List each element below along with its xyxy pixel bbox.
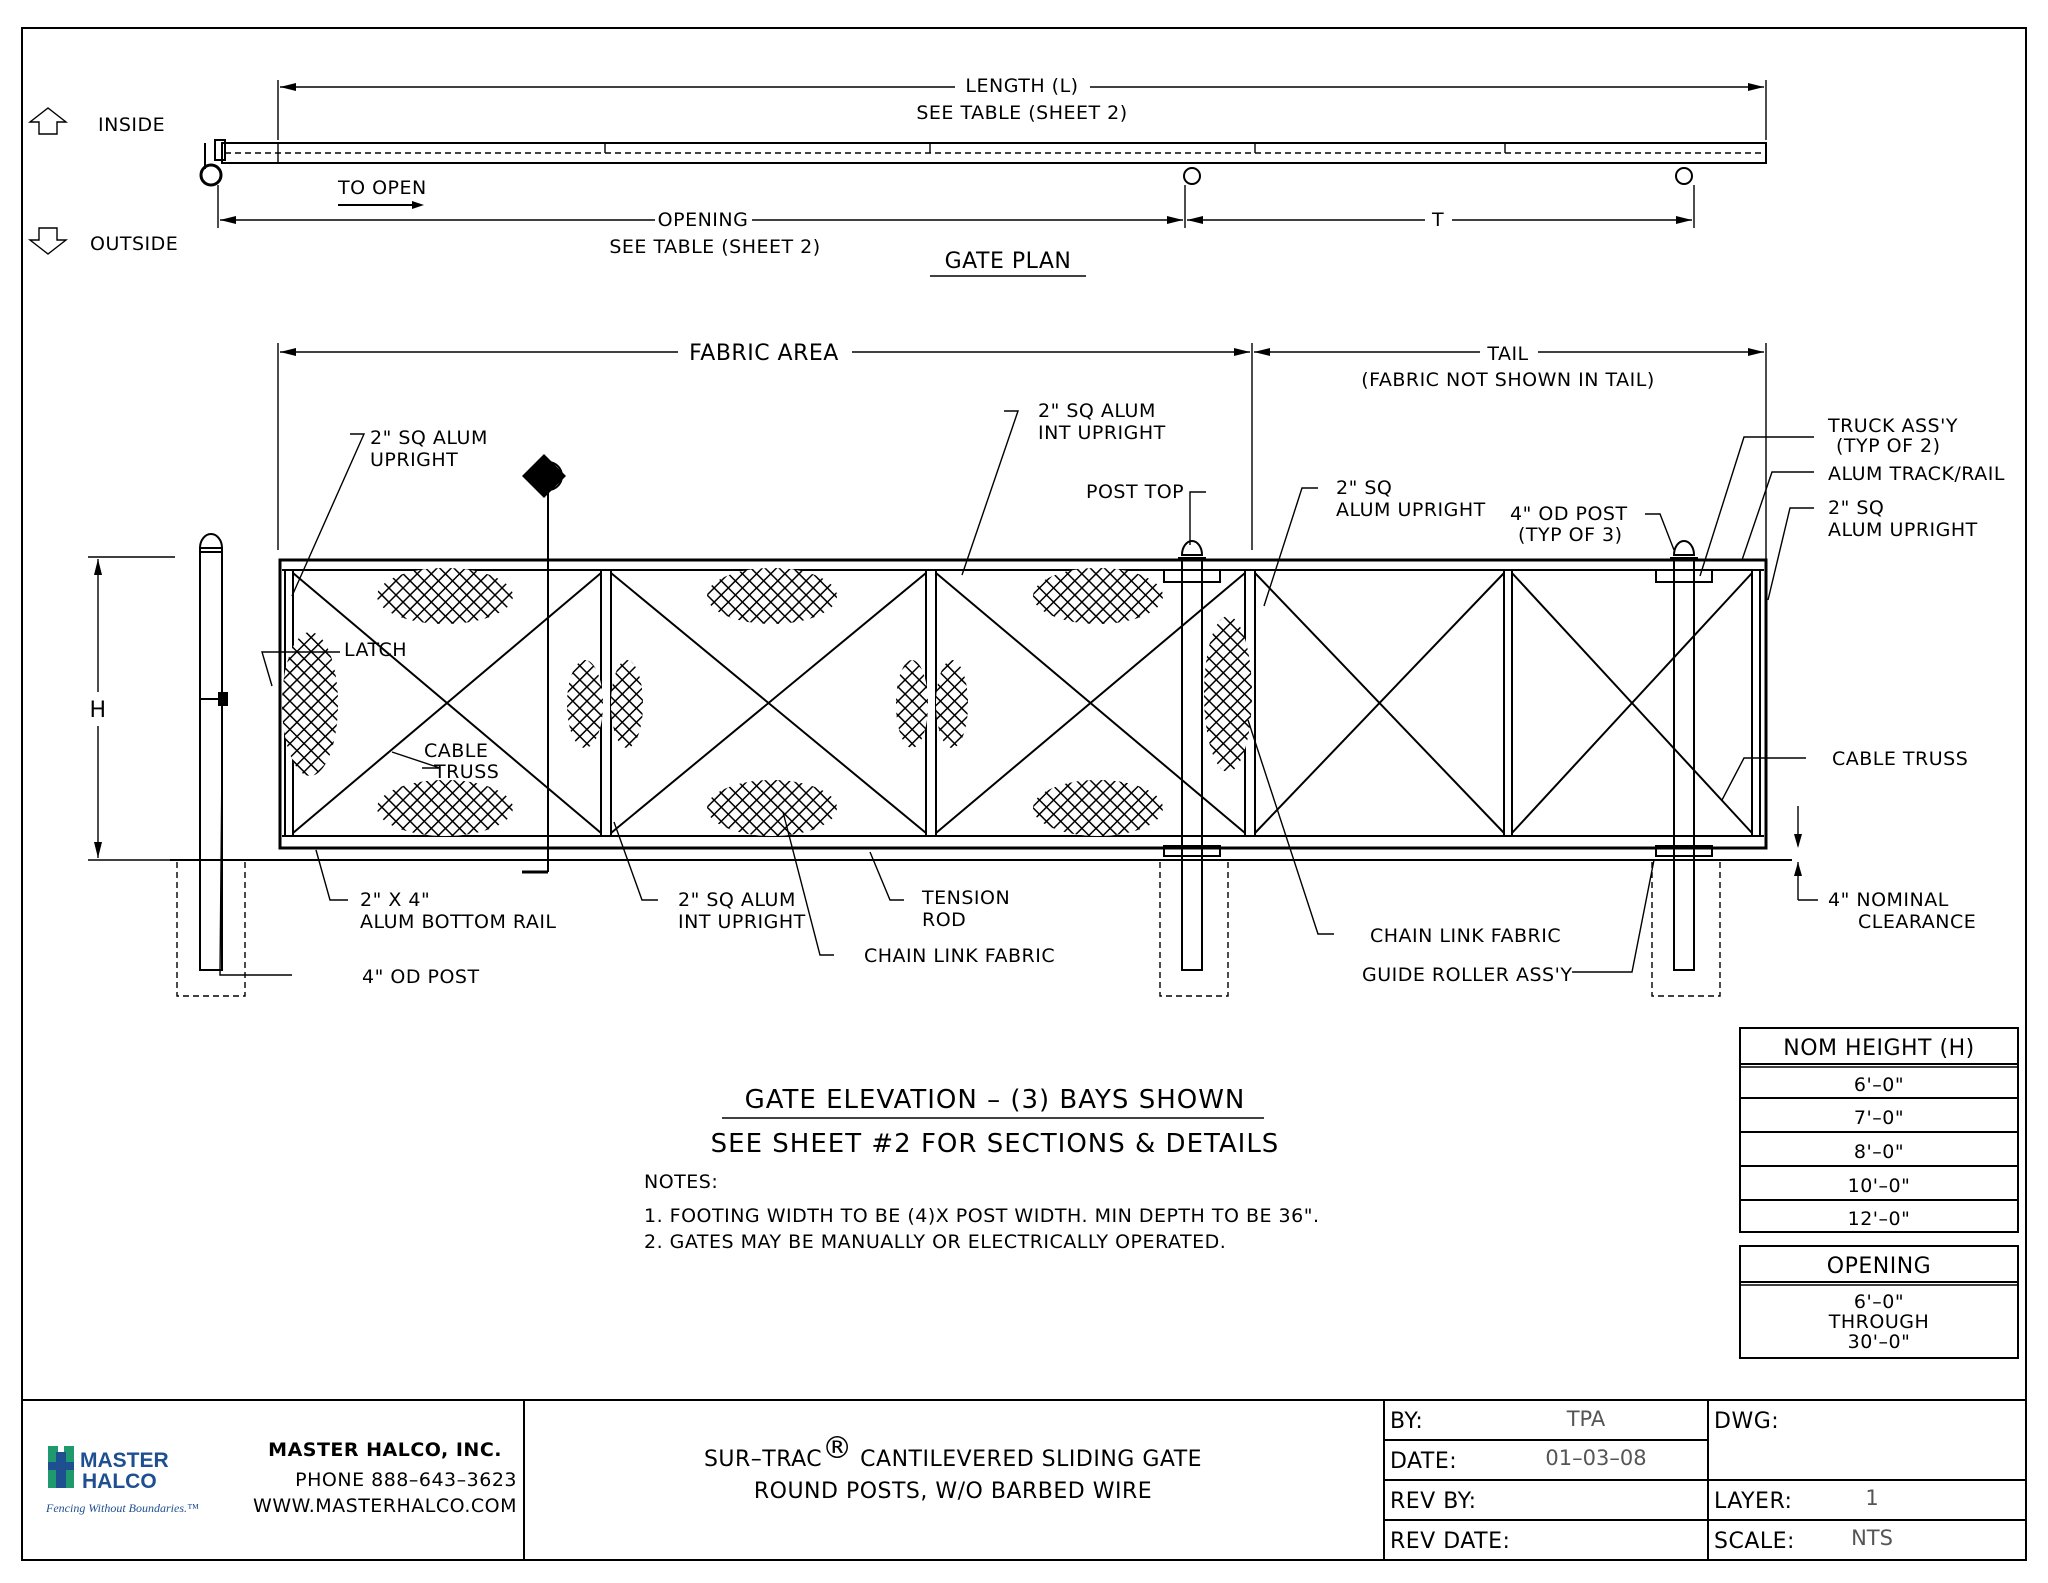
height-table-header: NOM HEIGHT (H) <box>1783 1036 1974 1061</box>
callout-cable-truss-left: CABLE <box>424 740 488 762</box>
footing-post-2 <box>1651 859 1721 997</box>
layer-value: 1 <box>1865 1486 1878 1510</box>
callout-chain-link-left: CHAIN LINK FABRIC <box>864 945 1055 967</box>
length-ref: SEE TABLE (SHEET 2) <box>916 102 1127 124</box>
master-halco-logo: MASTER HALCO Fencing Without Boundaries.… <box>45 1446 199 1515</box>
callout-tension-rod: TENSION <box>921 887 1010 909</box>
opening-table-header: OPENING <box>1827 1254 1931 1279</box>
layer-label: LAYER: <box>1714 1489 1792 1514</box>
callout-upright-left: 2" SQ ALUM <box>370 427 488 449</box>
section-a-marker: A <box>541 466 555 488</box>
callout-clearance: 4" NOMINAL <box>1828 889 1949 911</box>
t-label: T <box>1431 209 1444 231</box>
gate-elevation: FABRIC AREA TAIL (FABRIC NOT SHOWN IN TA… <box>88 341 2005 1159</box>
svg-text:Fencing Without Boundaries.™: Fencing Without Boundaries.™ <box>45 1501 199 1515</box>
footing-post-1 <box>1159 859 1229 997</box>
elevation-title: GATE ELEVATION – (3) BAYS SHOWN <box>745 1085 1246 1115</box>
note-2: 2. GATES MAY BE MANUALLY OR ELECTRICALLY… <box>644 1231 1226 1253</box>
callout-od-post-typ: 4" OD POST <box>1510 503 1628 525</box>
opening-label: OPENING <box>658 209 749 231</box>
length-label: LENGTH (L) <box>965 75 1078 97</box>
roller-post-1 <box>1181 559 1203 971</box>
plan-post-1 <box>1183 167 1201 185</box>
svg-text:UPRIGHT: UPRIGHT <box>370 449 458 471</box>
callout-cable-truss-right: CABLE TRUSS <box>1832 748 1968 770</box>
inside-label: INSIDE <box>98 114 165 136</box>
scale-value: NTS <box>1851 1526 1893 1550</box>
gate-plan: INSIDE OUTSIDE LENGTH (L) SEE TABLE (SHE… <box>27 75 1767 277</box>
to-open-label: TO OPEN <box>337 177 427 199</box>
height-label: H <box>89 698 106 723</box>
outside-label: OUTSIDE <box>90 233 178 255</box>
callout-track: ALUM TRACK/RAIL <box>1828 463 2005 485</box>
callout-sq-upright-mid: 2" SQ <box>1336 477 1392 499</box>
company-website: WWW.MASTERHALCO.COM <box>253 1495 517 1517</box>
by-value: TPA <box>1566 1407 1606 1431</box>
opening-ref: SEE TABLE (SHEET 2) <box>609 236 820 258</box>
callout-od-post-bottom: 4" OD POST <box>362 966 480 988</box>
svg-text:CLEARANCE: CLEARANCE <box>1858 911 1976 933</box>
note-1: 1. FOOTING WIDTH TO BE (4)X POST WIDTH. … <box>644 1205 1319 1227</box>
fabric-area-label: FABRIC AREA <box>689 341 839 366</box>
callout-post-top: POST TOP <box>1086 481 1184 503</box>
tail-label: TAIL <box>1486 343 1528 365</box>
opening-max: 30'–0" <box>1848 1331 1911 1353</box>
outside-arrow-icon <box>27 227 69 255</box>
latch-post <box>199 547 223 971</box>
plan-post-2 <box>1675 167 1693 185</box>
svg-text:INT UPRIGHT: INT UPRIGHT <box>1038 422 1166 444</box>
roller-post-2 <box>1673 559 1695 971</box>
notes-heading: NOTES: <box>644 1171 718 1193</box>
scale-label: SCALE: <box>1714 1529 1795 1554</box>
svg-text:ALUM UPRIGHT: ALUM UPRIGHT <box>1336 499 1486 521</box>
height-row: 8'–0" <box>1854 1141 1904 1163</box>
elevation-subtitle: SEE SHEET #2 FOR SECTIONS & DETAILS <box>711 1129 1280 1159</box>
by-label: BY: <box>1390 1409 1423 1434</box>
callout-int-upright-bot: 2" SQ ALUM <box>678 889 796 911</box>
callout-bottom-rail: 2" X 4" <box>360 889 430 911</box>
svg-text:TRUSS: TRUSS <box>433 761 499 783</box>
svg-text:HALCO: HALCO <box>82 1470 157 1493</box>
height-table: NOM HEIGHT (H) 6'–0" 7'–0" 8'–0" 10'–0" … <box>1739 1027 2019 1233</box>
opening-through: THROUGH <box>1828 1311 1929 1333</box>
svg-text:(TYP OF 2): (TYP OF 2) <box>1836 435 1941 457</box>
svg-text:MASTER: MASTER <box>80 1449 169 1472</box>
height-row: 6'–0" <box>1854 1074 1904 1096</box>
callout-latch: LATCH <box>344 639 407 661</box>
height-row: 12'–0" <box>1848 1208 1911 1230</box>
rev-by-label: REV BY: <box>1390 1489 1477 1514</box>
callout-truck: TRUCK ASS'Y <box>1827 415 1958 437</box>
svg-text:ALUM BOTTOM RAIL: ALUM BOTTOM RAIL <box>360 911 557 933</box>
callout-int-upright-top: 2" SQ ALUM <box>1038 400 1156 422</box>
svg-text:ALUM UPRIGHT: ALUM UPRIGHT <box>1828 519 1978 541</box>
drawing-title-line2: ROUND POSTS, W/O BARBED WIRE <box>754 1479 1152 1504</box>
company-name: MASTER HALCO, INC. <box>268 1439 502 1461</box>
tail-note: (FABRIC NOT SHOWN IN TAIL) <box>1361 369 1654 391</box>
date-label: DATE: <box>1390 1449 1457 1474</box>
opening-table: OPENING 6'–0" THROUGH 30'–0" <box>1739 1245 2019 1359</box>
plan-gate-rail <box>221 142 1767 164</box>
company-phone: PHONE 888–643–3623 <box>295 1469 517 1491</box>
dwg-label: DWG: <box>1714 1409 1779 1434</box>
inside-arrow-icon <box>27 107 69 135</box>
svg-text:INT UPRIGHT: INT UPRIGHT <box>678 911 806 933</box>
drawing-title-line1: SUR–TRAC® CANTILEVERED SLIDING GATE <box>704 1431 1202 1472</box>
callout-guide-roller: GUIDE ROLLER ASS'Y <box>1362 964 1572 986</box>
notes: NOTES: 1. FOOTING WIDTH TO BE (4)X POST … <box>644 1171 1319 1253</box>
gate-plan-title: GATE PLAN <box>945 249 1072 274</box>
footing-latch <box>176 859 246 997</box>
svg-text:(TYP OF 3): (TYP OF 3) <box>1518 524 1623 546</box>
callout-chain-link-right: CHAIN LINK FABRIC <box>1370 925 1561 947</box>
date-value: 01–03–08 <box>1545 1446 1646 1470</box>
callout-sq-upright-right: 2" SQ <box>1828 497 1884 519</box>
title-block: MASTER HALCO Fencing Without Boundaries.… <box>22 1399 2026 1560</box>
latch-post-plan <box>199 163 223 187</box>
sheet-border <box>21 27 2027 1561</box>
svg-text:ROD: ROD <box>922 909 966 931</box>
rev-date-label: REV DATE: <box>1390 1529 1510 1554</box>
height-row: 7'–0" <box>1854 1107 1904 1129</box>
height-row: 10'–0" <box>1848 1175 1911 1197</box>
opening-min: 6'–0" <box>1854 1291 1904 1313</box>
